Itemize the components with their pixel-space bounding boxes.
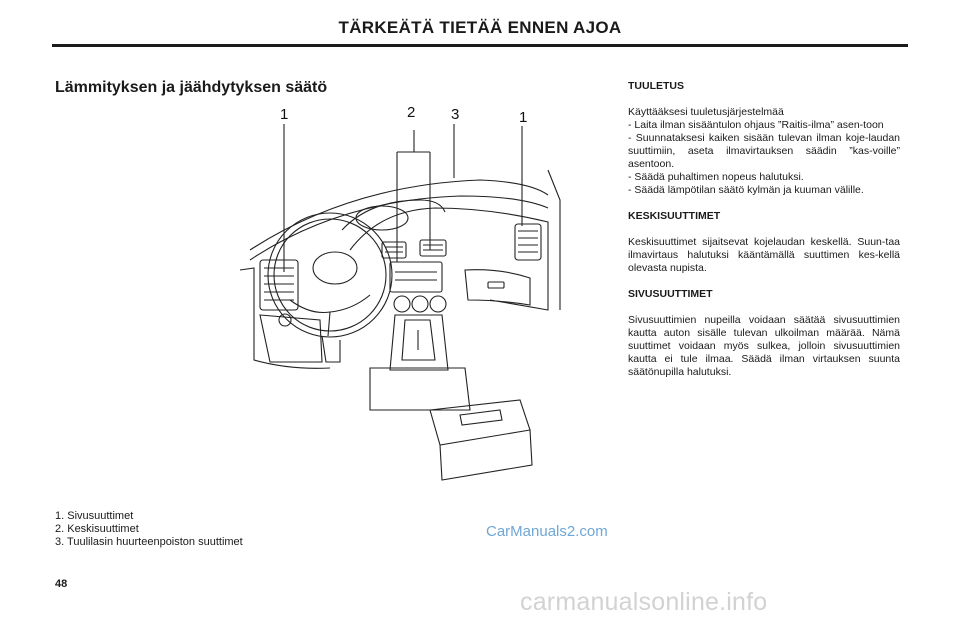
keskisuuttimet-text: Keskisuuttimet sijaitsevat kojelaudan ke… xyxy=(628,236,900,274)
legend-item-3: 3. Tuulilasin huurteenpoiston suuttimet xyxy=(55,536,243,548)
tuuletus-heading: TUULETUS xyxy=(628,80,684,92)
callout-1-right: 1 xyxy=(519,109,528,126)
header-rule xyxy=(52,44,908,47)
tuuletus-line-4: - Säädä puhaltimen nopeus halutuksi. xyxy=(628,171,804,183)
figure-legend: 1. Sivusuuttimet 2. Keskisuuttimet 3. Tu… xyxy=(55,510,243,549)
right-column: TUULETUS Käyttääksesi tuuletusjärjestelm… xyxy=(628,80,900,379)
legend-item-1: 1. Sivusuuttimet xyxy=(55,510,134,522)
keskisuuttimet-heading: KESKISUUTTIMET xyxy=(628,210,721,222)
tuuletus-line-2: - Laita ilman sisääntulon ohjaus ”Raitis… xyxy=(628,119,884,131)
dashboard-illustration xyxy=(239,124,561,481)
callout-2: 2 xyxy=(407,104,416,121)
tuuletus-line-3: - Suunnataksesi kaiken sisään tulevan il… xyxy=(628,132,900,170)
section-heading: Lämmityksen ja jäähdytyksen säätö xyxy=(55,79,328,96)
callout-1-left: 1 xyxy=(280,106,289,123)
callout-3: 3 xyxy=(451,106,460,123)
tuuletus-line-1: Käyttääksesi tuuletusjärjestelmää xyxy=(628,106,784,118)
legend-item-2: 2. Keskisuuttimet xyxy=(55,523,139,535)
tuuletus-line-5: - Säädä lämpötilan säätö kylmän ja kuuma… xyxy=(628,184,864,196)
footer-watermark: carmanualsonline.info xyxy=(520,588,768,616)
page-header-title: TÄRKEÄTÄ TIETÄÄ ENNEN AJOA xyxy=(338,18,622,37)
sivusuuttimet-heading: SIVUSUUTTIMET xyxy=(628,288,713,300)
site-watermark: CarManuals2.com xyxy=(486,523,608,540)
page-number: 48 xyxy=(55,578,68,590)
sivusuuttimet-text: Sivusuuttimien nupeilla voidaan säätää s… xyxy=(628,314,900,378)
